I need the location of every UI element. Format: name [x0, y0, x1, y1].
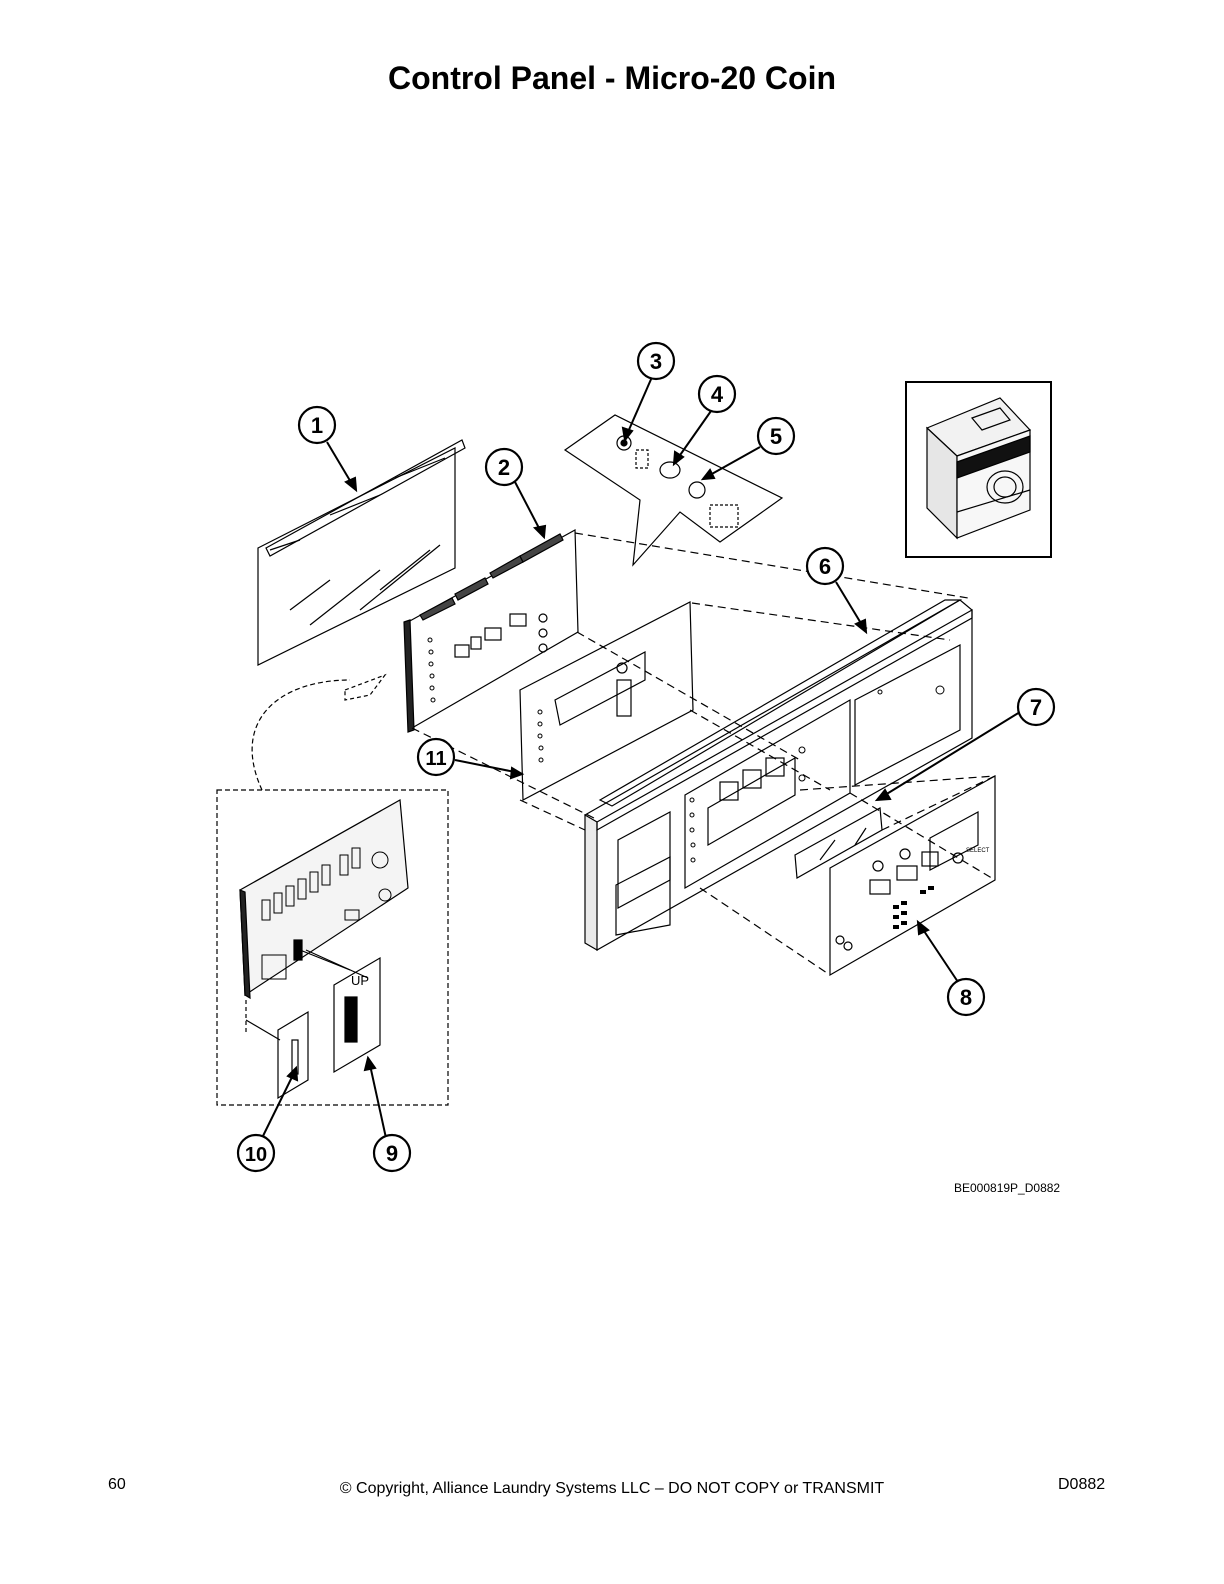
svg-text:2: 2 — [498, 455, 510, 480]
page-title: Control Panel - Micro-20 Coin — [387, 60, 837, 96]
callout-3: 3 — [636, 341, 676, 381]
callout-6: 6 — [805, 546, 845, 586]
callout-5: 5 — [756, 416, 796, 456]
svg-text:9: 9 — [386, 1141, 398, 1166]
svg-text:1: 1 — [311, 413, 323, 438]
part-7-lens — [794, 807, 883, 879]
assembly-dashed-lines — [411, 532, 996, 976]
svg-text:11: 11 — [425, 748, 446, 770]
svg-text:4: 4 — [711, 382, 724, 407]
svg-text:6: 6 — [819, 554, 831, 579]
callout-8: 8 — [946, 977, 986, 1017]
select-label: SELECT — [966, 848, 990, 854]
callout-10: 10 — [236, 1133, 276, 1173]
svg-text:3: 3 — [650, 349, 662, 374]
machine-inset — [905, 381, 1052, 558]
detail-inset-main-board: UP — [216, 673, 449, 1106]
callout-1: 1 — [297, 405, 337, 445]
part-8-keypad-overlay: SELECT — [829, 774, 996, 977]
callout-4: 4 — [697, 374, 737, 414]
callout-11: 11 — [416, 737, 456, 777]
document-code: D0882 — [1058, 1476, 1106, 1493]
callout-7: 7 — [1016, 687, 1056, 727]
leader-lines — [261, 376, 1021, 1139]
callout-circles: 1 2 3 4 5 6 7 8 9 10 11 — [236, 341, 1056, 1173]
svg-text:10: 10 — [245, 1144, 267, 1166]
callout-2: 2 — [484, 447, 524, 487]
part-1-cover — [257, 439, 466, 666]
svg-text:5: 5 — [770, 424, 782, 449]
parts-3-4-5-callout — [563, 414, 784, 567]
figure-id: BE000819P_D0882 — [954, 1181, 1061, 1195]
part-11-mounting-plate — [519, 601, 694, 801]
part-2-control-board — [403, 529, 579, 733]
svg-text:7: 7 — [1030, 695, 1042, 720]
copyright-notice: © Copyright, Alliance Laundry Systems LL… — [339, 1480, 885, 1497]
up-label: UP — [351, 973, 369, 988]
svg-text:8: 8 — [960, 985, 972, 1010]
callout-9: 9 — [372, 1133, 412, 1173]
page-number: 60 — [108, 1476, 126, 1493]
